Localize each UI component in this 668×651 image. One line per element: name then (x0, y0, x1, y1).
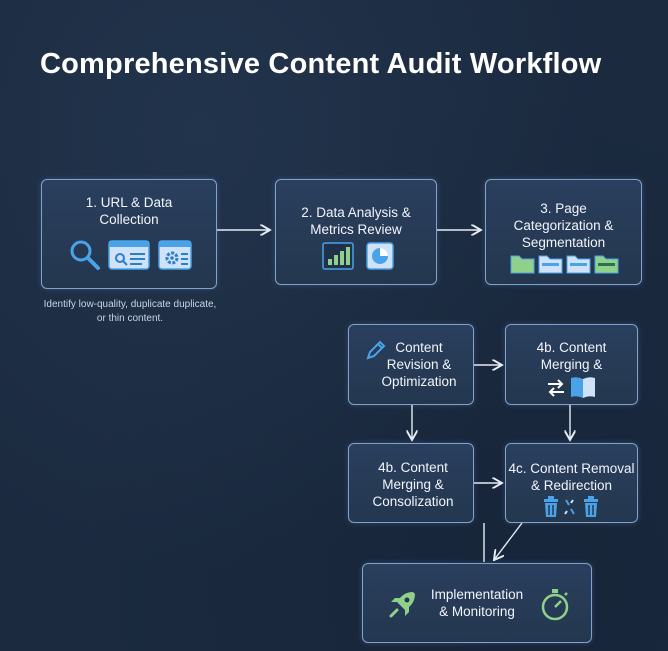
browser-settings-icon (158, 240, 192, 270)
swap-arrows-icon (548, 379, 564, 397)
node-content-merging-consolization: 4b. Content Merging & Consolization (348, 443, 474, 523)
node-categorization-label: 3. Page Categorization & Segmentation (513, 201, 614, 250)
node-content-merging-consolization-label: 4b. Content Merging & Consolization (372, 460, 454, 509)
stopwatch-icon (541, 589, 569, 621)
node-url-data-collection-label: 1. URL & Data Collection (85, 195, 173, 227)
page-title: Comprehensive Content Audit Workflow (40, 48, 602, 80)
browser-search-icon (108, 240, 150, 270)
node-implementation-label: Implementation & Monitoring (430, 587, 524, 619)
node-content-merging-label: 4b. Content Merging & (536, 340, 607, 372)
node-data-analysis-label: 2. Data Analysis & Metrics Review (301, 205, 411, 237)
node-1-note: Identify low-quality, duplicate duplicat… (43, 299, 217, 324)
node-content-revision: Content Revision & Optimization (348, 324, 474, 405)
broken-link-icon (564, 499, 575, 515)
pencil-icon (366, 340, 386, 360)
book-icon (571, 377, 595, 398)
edge-to-implementation-b (494, 522, 523, 560)
trash-icon (584, 496, 598, 517)
pie-chart-icon (366, 242, 394, 270)
node-url-data-collection: 1. URL & Data Collection (41, 179, 217, 289)
node-content-merging: 4b. Content Merging & (505, 324, 638, 405)
node-implementation: Implementation & Monitoring (362, 563, 592, 643)
search-icon (70, 240, 100, 270)
node-data-analysis: 2. Data Analysis & Metrics Review (275, 179, 437, 285)
node-content-removal-label: 4c. Content Removal & Redirection (508, 461, 635, 493)
node-content-removal: 4c. Content Removal & Redirection (505, 443, 638, 523)
node-categorization: 3. Page Categorization & Segmentation (485, 179, 642, 285)
rocket-icon (389, 592, 415, 618)
node-content-revision-label: Content Revision & Optimization (381, 340, 457, 389)
folder-group-icon (510, 255, 619, 274)
bar-chart-icon (322, 242, 354, 270)
trash-icon (544, 496, 558, 517)
